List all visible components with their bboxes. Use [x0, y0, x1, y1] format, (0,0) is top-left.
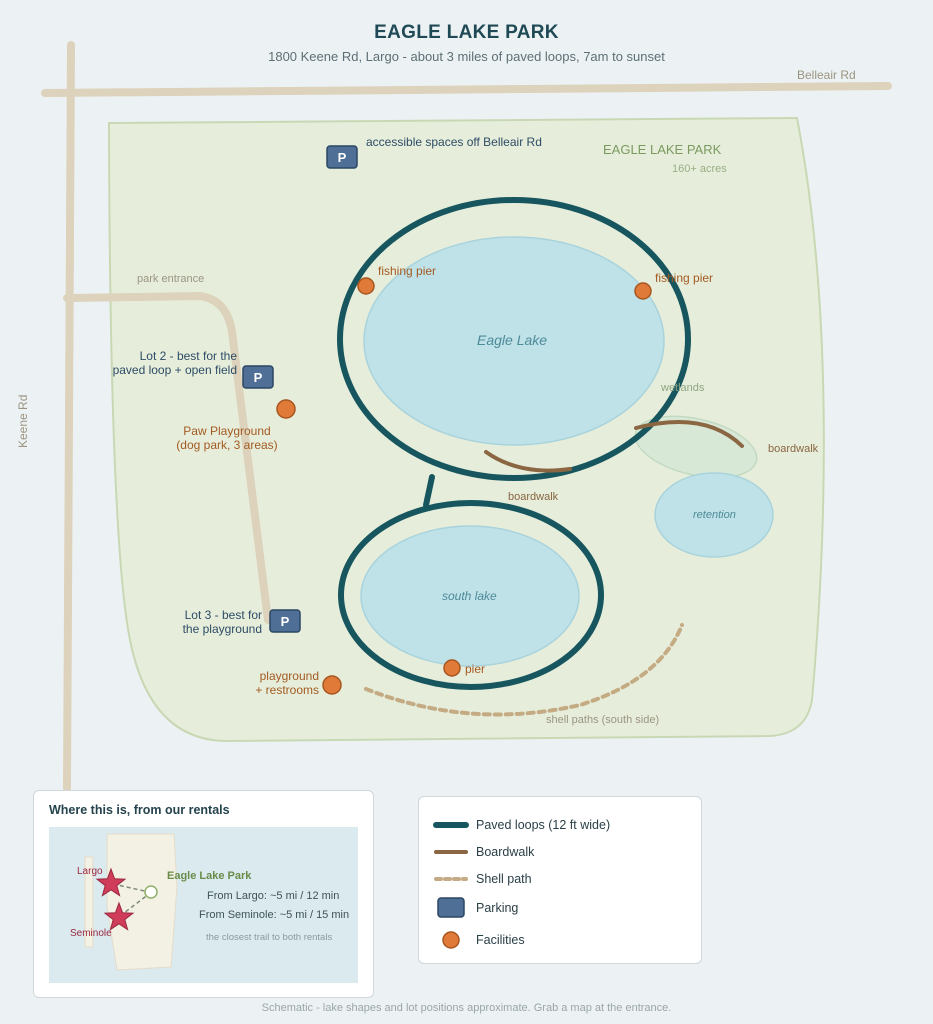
paved-loop-north — [337, 197, 691, 481]
inset-note: the closest trail to both rentals — [206, 932, 333, 943]
inset-road — [84, 856, 94, 948]
retention-pond — [654, 472, 774, 558]
legend-panel: Paved loops (12 ft wide) Boardwalk Shell… — [418, 796, 702, 964]
lot3-label-line1: Lot 3 - best for — [184, 608, 262, 622]
facility-marker-fishing-pier-right — [634, 282, 652, 300]
boardwalk-center — [484, 450, 572, 473]
boardwalk-center-label: boardwalk — [508, 491, 559, 503]
parking-note-belleair: accessible spaces off Belleair Rd — [366, 135, 542, 149]
south-lake — [360, 525, 580, 667]
paved-line-icon — [433, 822, 469, 828]
wetlands-label: wetlands — [661, 382, 705, 394]
shell-paths-label: shell paths (south side) — [546, 714, 660, 726]
lot2-label-line2: paved loop + open field — [112, 363, 237, 377]
inset-park-marker — [144, 885, 158, 899]
keene-road-label: Keene Rd — [16, 394, 30, 448]
lot3-label-line2: the playground — [182, 622, 262, 636]
boardwalk-line-icon — [434, 850, 468, 854]
parking-symbol: P — [338, 150, 347, 165]
inset-route-seminole — [119, 893, 150, 917]
belleair-road — [41, 82, 892, 97]
inset-locator-panel: Where this is, from our rentals Largo Se… — [33, 790, 374, 998]
boardwalk-right-label: boardwalk — [768, 443, 819, 455]
paved-loop-south — [338, 500, 604, 690]
park-name-label: EAGLE LAKE PARK — [603, 142, 722, 157]
lot2-label: Lot 2 - best for the paved loop + open f… — [97, 349, 237, 377]
map-subtitle: 1800 Keene Rd, Largo - about 3 miles of … — [268, 49, 665, 64]
lot2-label-line1: Lot 2 - best for the — [139, 349, 237, 363]
inset-star-largo-icon — [95, 867, 127, 897]
legend-facilities-label: Facilities — [476, 933, 525, 947]
parking-marker-lot2: P — [242, 365, 274, 389]
retention-label: retention — [693, 509, 736, 521]
paw-playground-label: Paw Playground (dog park, 3 areas) — [167, 424, 287, 452]
park-entrance-road — [63, 291, 272, 624]
facility-marker-playground — [322, 675, 342, 695]
wetlands-area — [634, 415, 758, 479]
facility-marker-paw-playground — [276, 399, 296, 419]
inset-seminole-label: Seminole — [70, 928, 112, 939]
facility-marker-fishing-pier-left — [357, 277, 375, 295]
footer-note: Schematic - lake shapes and lot position… — [261, 1002, 672, 1014]
inset-title: Where this is, from our rentals — [49, 803, 230, 817]
legend-boardwalk-label: Boardwalk — [476, 845, 535, 859]
paved-connector — [423, 474, 435, 508]
pier-label: pier — [465, 662, 486, 676]
parking-icon — [437, 897, 465, 918]
legend-paved-label: Paved loops (12 ft wide) — [476, 818, 611, 832]
belleair-road-label: Belleair Rd — [797, 68, 856, 82]
fishing-pier-left-label: fishing pier — [378, 264, 437, 278]
shell-path-icon — [434, 877, 468, 881]
park-entrance-label: park entrance — [137, 273, 205, 285]
parking-marker-lot3: P — [269, 609, 301, 633]
eagle-lake-label: Eagle Lake — [477, 332, 548, 348]
facility-marker-pier — [443, 659, 461, 677]
keene-road — [63, 41, 75, 792]
playground-label: playground + restrooms — [219, 669, 319, 697]
inset-largo-label: Largo — [77, 866, 103, 877]
boardwalk-wetlands — [634, 420, 744, 448]
inset-park-label: Eagle Lake Park — [167, 870, 252, 882]
legend-parking-label: Parking — [476, 901, 519, 915]
parking-marker-belleair: P — [326, 145, 358, 169]
park-size-label: 160+ acres — [672, 163, 727, 175]
facility-icon — [442, 931, 460, 949]
eagle-lake — [363, 236, 665, 446]
map-title: EAGLE LAKE PARK — [374, 22, 559, 43]
inset-from-seminole: From Seminole: ~5 mi / 15 min — [199, 909, 350, 921]
inset-from-largo: From Largo: ~5 mi / 12 min — [207, 890, 340, 902]
fishing-pier-right-label: fishing pier — [655, 271, 714, 285]
playground-label-line1: playground — [259, 669, 319, 683]
paw-playground-label-line1: Paw Playground — [183, 424, 271, 438]
inset-land — [106, 833, 178, 971]
inset-route-largo — [112, 883, 150, 893]
inset-mini-map — [49, 827, 358, 983]
parking-symbol: P — [254, 370, 263, 385]
inset-star-seminole-icon — [103, 901, 135, 931]
playground-label-line2: + restrooms — [255, 683, 319, 697]
legend-shell-label: Shell path — [476, 872, 532, 886]
south-lake-label: south lake — [442, 589, 497, 603]
paw-playground-label-line2: (dog park, 3 areas) — [176, 438, 278, 452]
lot3-label: Lot 3 - best for the playground — [152, 608, 262, 636]
parking-symbol: P — [281, 614, 290, 629]
shell-path — [364, 623, 684, 717]
